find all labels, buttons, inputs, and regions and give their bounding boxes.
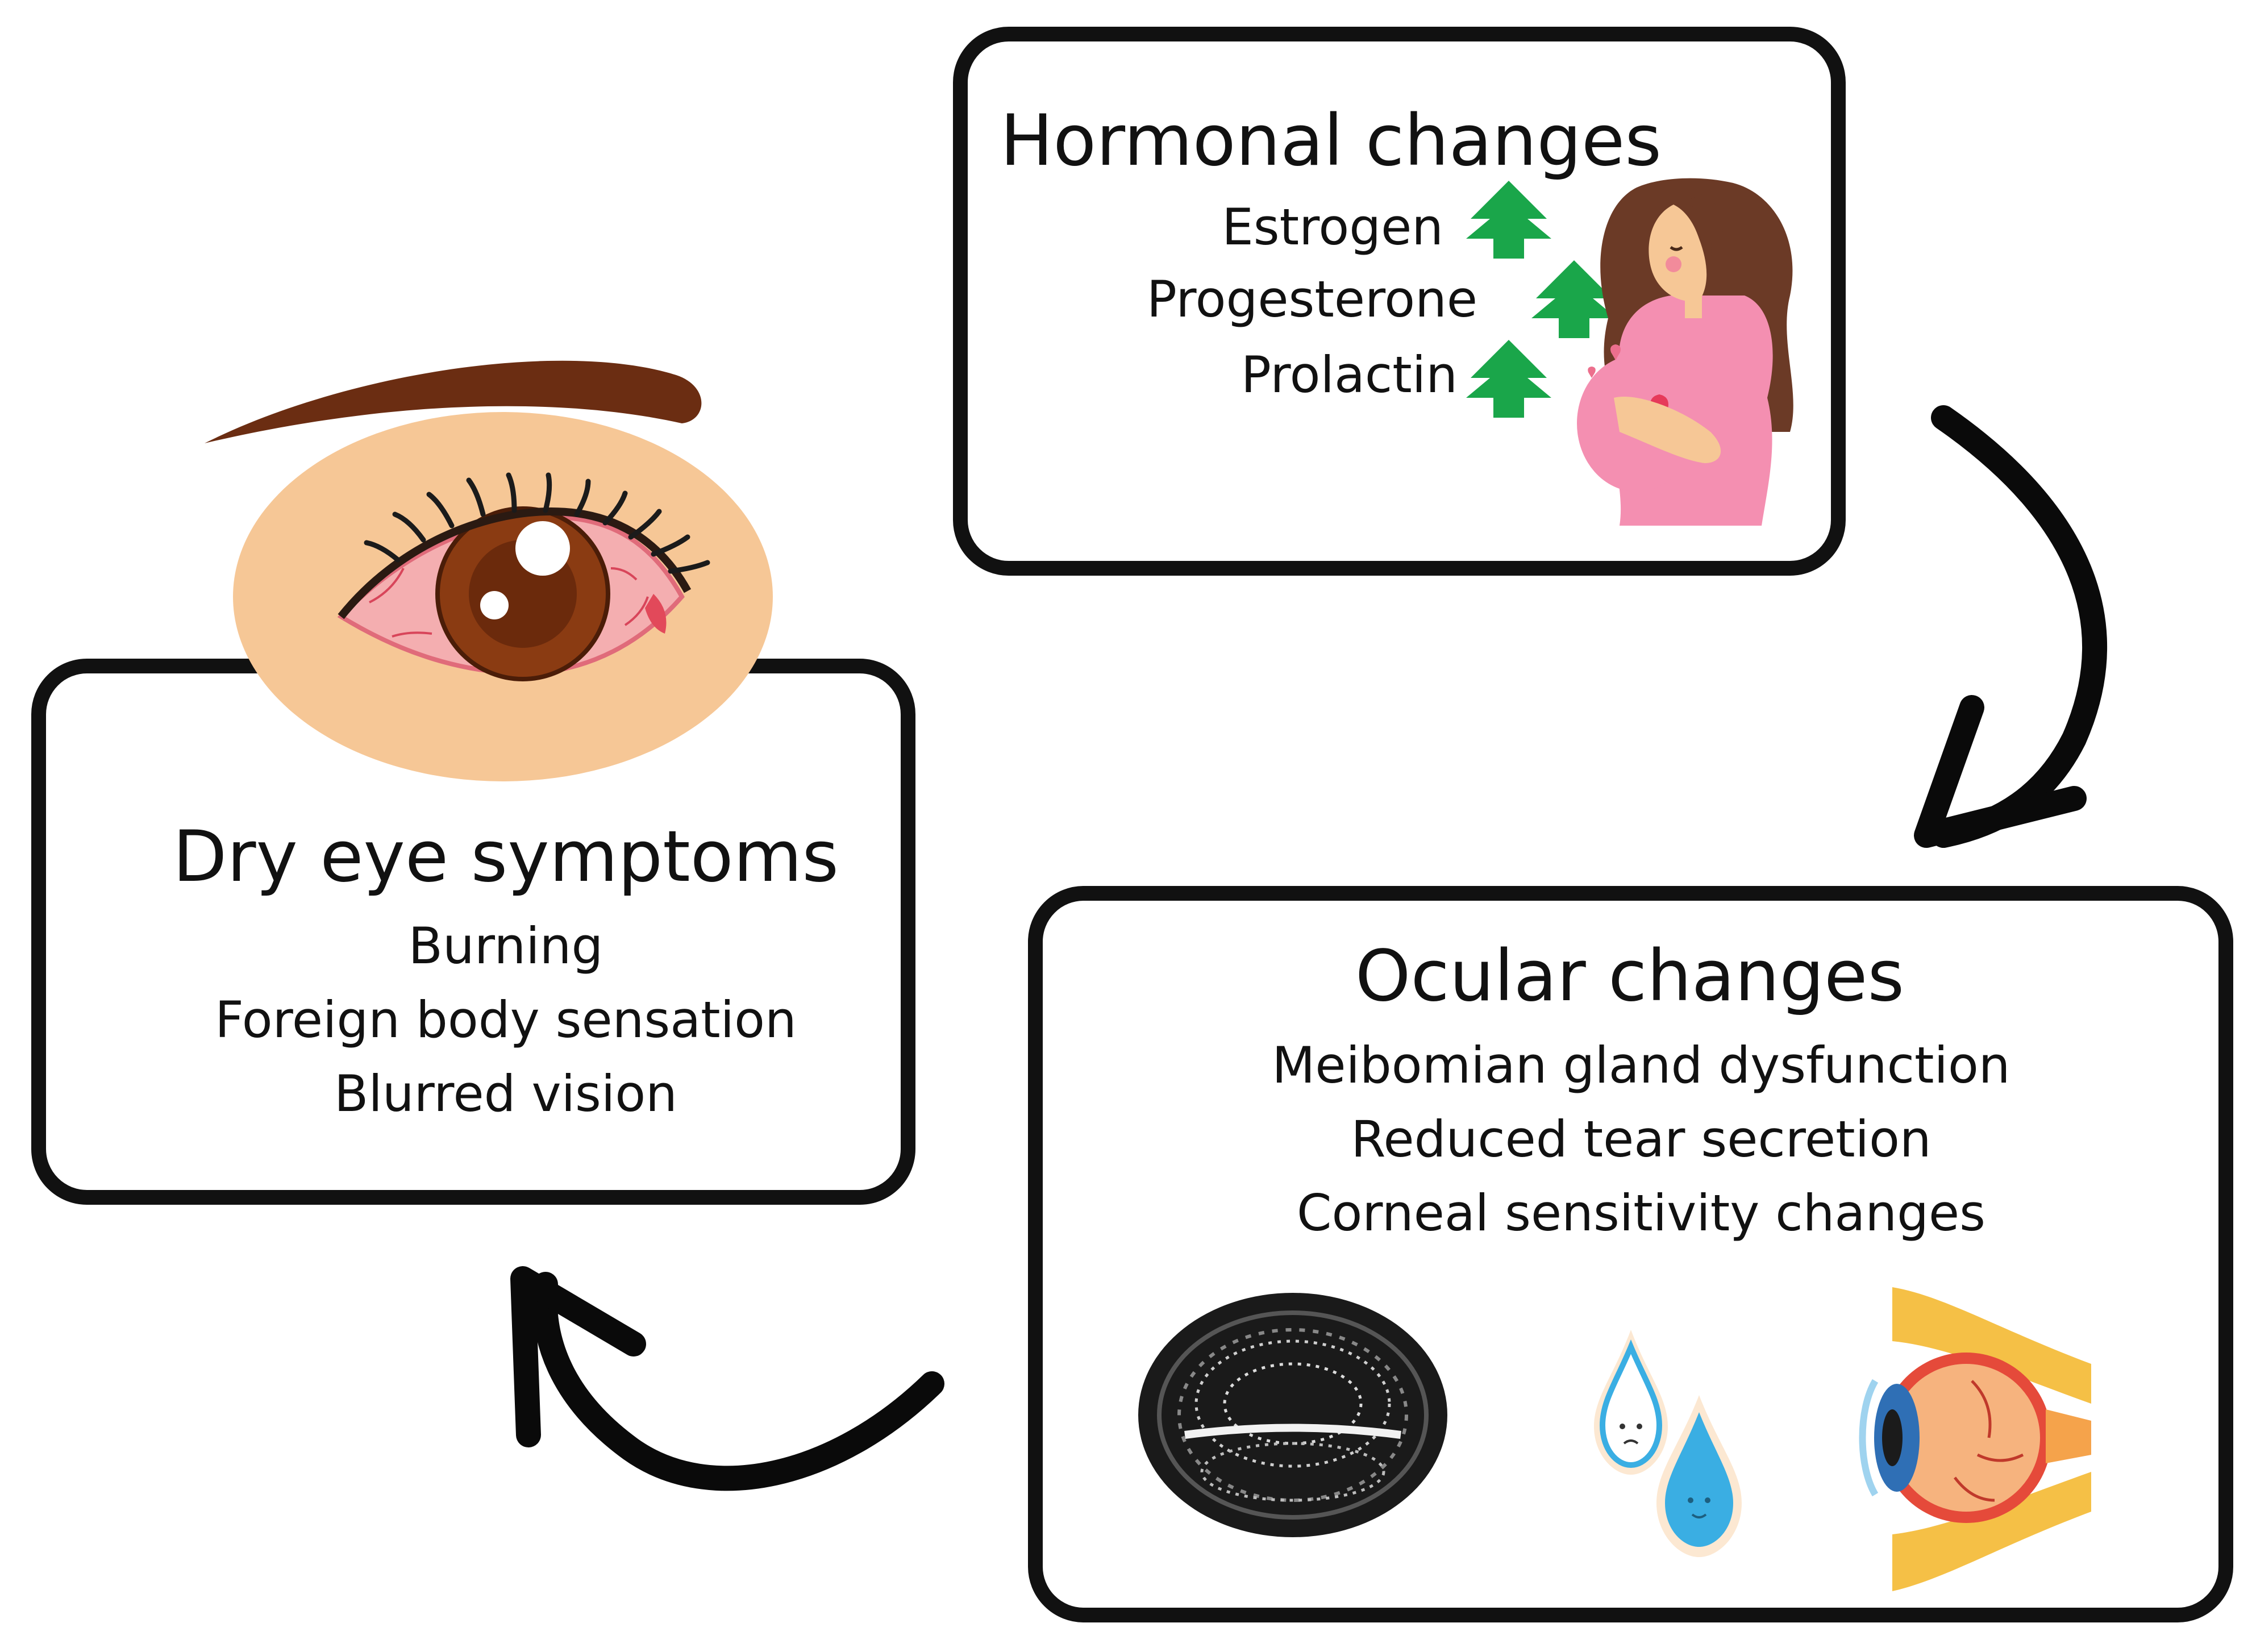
hormone-estrogen: Estrogen bbox=[1222, 198, 1443, 256]
dry-eye-symptoms-panel: Dry eye symptoms Burning Foreign body se… bbox=[31, 360, 915, 1205]
hormonal-changes-panel: Hormonal changes Estrogen Progesterone P… bbox=[953, 27, 1846, 576]
progesterone-up-arrow-icon bbox=[1531, 260, 1617, 338]
symptom-burning: Burning bbox=[409, 917, 603, 975]
hormonal-title: Hormonal changes bbox=[1000, 100, 1662, 182]
hormone-progesterone: Progesterone bbox=[1147, 270, 1477, 328]
arrow-ocular-to-dry-eye bbox=[510, 1266, 944, 1491]
tear-drops-icon bbox=[1594, 1330, 1742, 1557]
meibomian-gland-icon bbox=[1138, 1293, 1447, 1537]
dry-eye-title: Dry eye symptoms bbox=[173, 816, 839, 898]
hormone-prolactin: Prolactin bbox=[1241, 346, 1458, 404]
estrogen-up-arrow-icon bbox=[1466, 181, 1551, 259]
ocular-title: Ocular changes bbox=[1355, 935, 1904, 1017]
red-eye-icon bbox=[205, 360, 773, 781]
ocular-item-meibomian: Meibomian gland dysfunction bbox=[1272, 1036, 2010, 1095]
ocular-item-corneal-sensitivity: Corneal sensitivity changes bbox=[1297, 1184, 1985, 1242]
arrow-hormonal-to-ocular bbox=[1914, 405, 2107, 848]
symptom-foreign-body: Foreign body sensation bbox=[215, 991, 796, 1049]
eyebrow bbox=[205, 360, 702, 443]
ocular-item-tear-secretion: Reduced tear secretion bbox=[1351, 1110, 1931, 1168]
symptom-blurred-vision: Blurred vision bbox=[334, 1064, 677, 1123]
pregnant-woman-icon bbox=[1577, 178, 1793, 526]
eye-anatomy-icon bbox=[1859, 1287, 2091, 1591]
ocular-changes-panel: Ocular changes Meibomian gland dysfuncti… bbox=[1028, 886, 2233, 1622]
prolactin-up-arrow-icon bbox=[1466, 340, 1551, 418]
